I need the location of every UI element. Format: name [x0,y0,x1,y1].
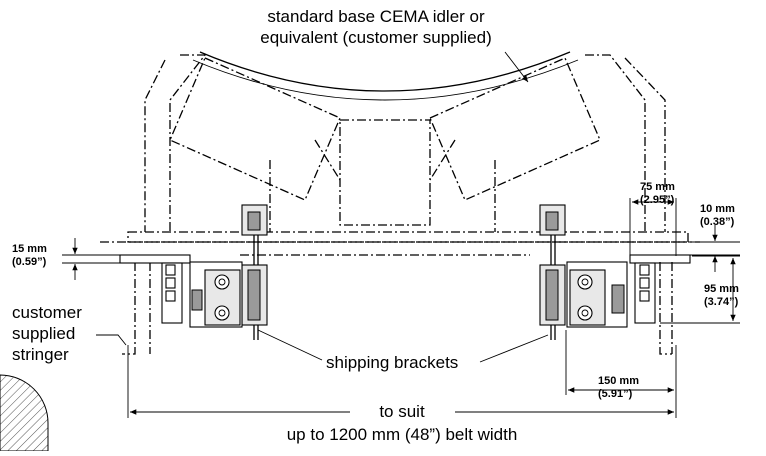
dim-150-in: (5.91”) [598,388,633,400]
idler-label-line2: equivalent (customer supplied) [260,28,492,47]
dim-95-in: (3.74”) [704,296,739,308]
belt-curve [199,51,571,92]
left-shipping-bracket [189,204,268,340]
right-stringer [629,254,691,355]
idler-roll-right [429,57,601,201]
stringer-label-line2: supplied [12,324,75,343]
dim-95-mm: 95 mm [704,283,739,295]
overall-width-dimension [127,345,677,418]
stringer-label-line3: stringer [12,345,69,364]
dim-150 [565,330,674,395]
dim-15-in: (0.59”) [12,256,47,268]
left-stringer [119,254,191,355]
dim-10 [688,225,740,272]
idler-label-line1: standard base CEMA idler or [267,7,485,26]
dim-15 [62,238,120,280]
dim-150-mm: 150 mm [598,375,639,387]
right-shipping-bracket [539,204,628,340]
dim-10-in: (0.38”) [700,216,735,228]
stringer-label-line1: customer [12,303,82,322]
stringer-leader [96,334,127,346]
idler-leader [504,51,529,83]
hatched-section [0,374,49,452]
belt-width-label: up to 1200 mm (48”) belt width [287,425,518,444]
dim-75 [629,198,677,256]
shipping-brackets-label: shipping brackets [326,353,458,372]
dim-95 [660,255,740,324]
shipping-leader-left [257,329,323,361]
dim-10-mm: 10 mm [700,203,735,215]
shipping-leader-right [479,334,549,363]
dim-75-in: (2.95”) [640,194,675,206]
to-suit-label: to suit [379,402,425,421]
dim-75-mm: 75 mm [640,181,675,193]
idler-roll-left [169,57,341,201]
idler-frame [127,54,689,243]
dim-15-mm: 15 mm [12,243,47,255]
